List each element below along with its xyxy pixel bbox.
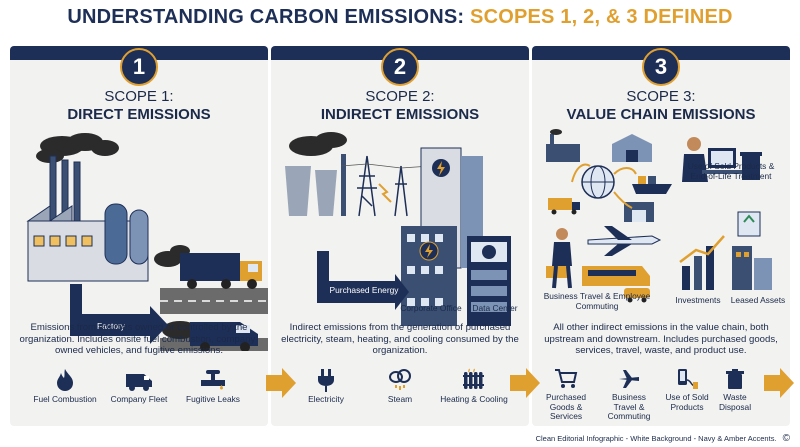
leased-assets-label: Leased Assets (730, 295, 786, 305)
scope-3-number-badge: 3 (642, 48, 680, 86)
steam-icon (389, 369, 411, 390)
scope-1-number-badge: 1 (120, 48, 158, 86)
lightning-icon (378, 183, 392, 203)
data-center-icon (467, 236, 511, 326)
scope-3-icon-row: Purchased Goods & Services Business Trav… (532, 368, 790, 426)
electricity-label: Electricity (308, 394, 344, 404)
business-travel-label: Business Travel & Commuting (607, 392, 651, 421)
radiator-icon (463, 368, 484, 389)
scope-1-icon-row: Fuel Combustion Company Fleet Fugitive L… (10, 368, 268, 426)
data-center-label: Data Center (472, 303, 518, 313)
flow-arrow-icon (266, 368, 296, 398)
scope-2-title-line-2: INDIRECT EMISSIONS (320, 106, 480, 123)
warehouse-icon (612, 134, 652, 162)
recycling-icon (737, 211, 761, 237)
purchased-goods-label: Purchased Goods & Services (545, 392, 587, 421)
purchased-energy-arrow (317, 251, 409, 310)
flame-icon (57, 369, 73, 391)
truck-icon (548, 198, 580, 215)
scope-2-icon-row: Electricity Steam Heating & Cooling (271, 368, 529, 426)
scope-1-panel: 1 SCOPE 1: DIRECT EMISSIONS (10, 46, 268, 426)
footer-caption: Clean Editorial Infographic - White Back… (536, 433, 790, 444)
truck-icon (154, 245, 262, 289)
scope-1-illustration (26, 133, 268, 351)
power-plant-icon (285, 132, 347, 216)
title-part-1: UNDERSTANDING CARBON EMISSIONS: (67, 6, 465, 28)
steam-label: Steam (387, 394, 413, 404)
scope-1-title-line-2: DIRECT EMISSIONS (67, 106, 211, 123)
smoke-cloud-icon (36, 133, 119, 163)
cargo-ship-icon (632, 176, 672, 194)
bin-icon (726, 369, 744, 389)
factory-arrow (70, 284, 168, 344)
plane-icon (619, 370, 639, 388)
use-of-sold-products-item: Use of Sold Products (658, 368, 716, 412)
scope-3-title: SCOPE 3: VALUE CHAIN EMISSIONS (532, 88, 790, 124)
pylon-icon (340, 155, 432, 217)
train-icon (582, 266, 650, 286)
airplane-icon (587, 226, 662, 256)
scope-3-panel: 3 SCOPE 3: VALUE CHAIN EMISSIONS (532, 46, 790, 426)
scope-1-title: SCOPE 1: DIRECT EMISSIONS (10, 88, 268, 124)
scope-1-title-line-1: SCOPE 1: (104, 88, 174, 105)
phone-plug-icon (678, 369, 698, 389)
traveler-icon (546, 228, 572, 289)
scope-3-title-line-2: VALUE CHAIN EMISSIONS (566, 106, 756, 123)
waste-disposal-item: Waste Disposal (712, 368, 758, 412)
heating-cooling-label: Heating & Cooling (440, 394, 508, 404)
factory-label: Factory (97, 321, 125, 331)
investments-icon (679, 235, 725, 290)
scope-2-title: SCOPE 2: INDIRECT EMISSIONS (271, 88, 529, 124)
company-fleet-item: Company Fleet (104, 368, 174, 405)
heating-cooling-item: Heating & Cooling (439, 368, 509, 405)
scope-3-illustration (546, 129, 772, 303)
company-fleet-label: Company Fleet (110, 394, 168, 404)
use-of-products-label: Use of Sold Products & End-of-Life Treat… (687, 161, 775, 181)
flow-arrow-icon (510, 368, 540, 398)
person-computer-icon (682, 137, 752, 182)
scope-3-title-line-1: SCOPE 3: (626, 88, 696, 105)
fuel-combustion-label: Fuel Combustion (33, 394, 97, 404)
scope-2-title-line-1: SCOPE 2: (365, 88, 435, 105)
scope-2-panel: 2 SCOPE 2: INDIRECT EMISSIONS (271, 46, 529, 426)
investments-label: Investments (675, 295, 721, 305)
van-icon (126, 374, 152, 391)
use-of-sold-products-label: Use of Sold Products (665, 392, 709, 412)
flow-arrow-icon (764, 368, 794, 398)
purchased-energy-label: Purchased Energy (329, 285, 399, 295)
valve-icon (201, 370, 225, 390)
steam-item: Steam (365, 368, 435, 405)
corporate-office-icon (401, 226, 457, 326)
waste-disposal-label: Waste Disposal (718, 392, 752, 412)
plug-icon (318, 369, 334, 392)
purchased-goods-item: Purchased Goods & Services (538, 368, 594, 422)
factory-icon (546, 129, 580, 162)
bin-icon (740, 152, 762, 180)
copyright-icon: © (782, 433, 790, 444)
title-part-2: SCOPES 1, 2, & 3 DEFINED (470, 6, 733, 28)
van-icon (162, 321, 258, 351)
scope-2-illustration (285, 132, 511, 326)
footer-text: Clean Editorial Infographic - White Back… (535, 434, 777, 443)
corporate-office-label-text: Corporate Office (400, 303, 462, 313)
electricity-item: Electricity (291, 368, 361, 405)
taxi-icon (624, 288, 650, 303)
business-travel-item: Business Travel & Commuting (600, 368, 658, 422)
leased-assets-icon (732, 246, 772, 290)
travel-label: Business Travel & Employee Commuting (543, 291, 651, 311)
cart-icon (555, 369, 578, 388)
scope-2-description: Indirect emissions from the generation o… (281, 322, 519, 356)
fuel-combustion-item: Fuel Combustion (30, 368, 100, 405)
fugitive-leaks-item: Fugitive Leaks (178, 368, 248, 405)
scope-2-number-badge: 2 (381, 48, 419, 86)
scope-1-description: Emissions from sources owned or controll… (19, 322, 259, 356)
globe-icon (581, 165, 615, 199)
factory-icon (26, 155, 149, 282)
fugitive-leaks-label: Fugitive Leaks (186, 394, 240, 404)
scope-3-description: All other indirect emissions in the valu… (544, 322, 778, 356)
page-title: UNDERSTANDING CARBON EMISSIONS: SCOPES 1… (0, 6, 800, 29)
